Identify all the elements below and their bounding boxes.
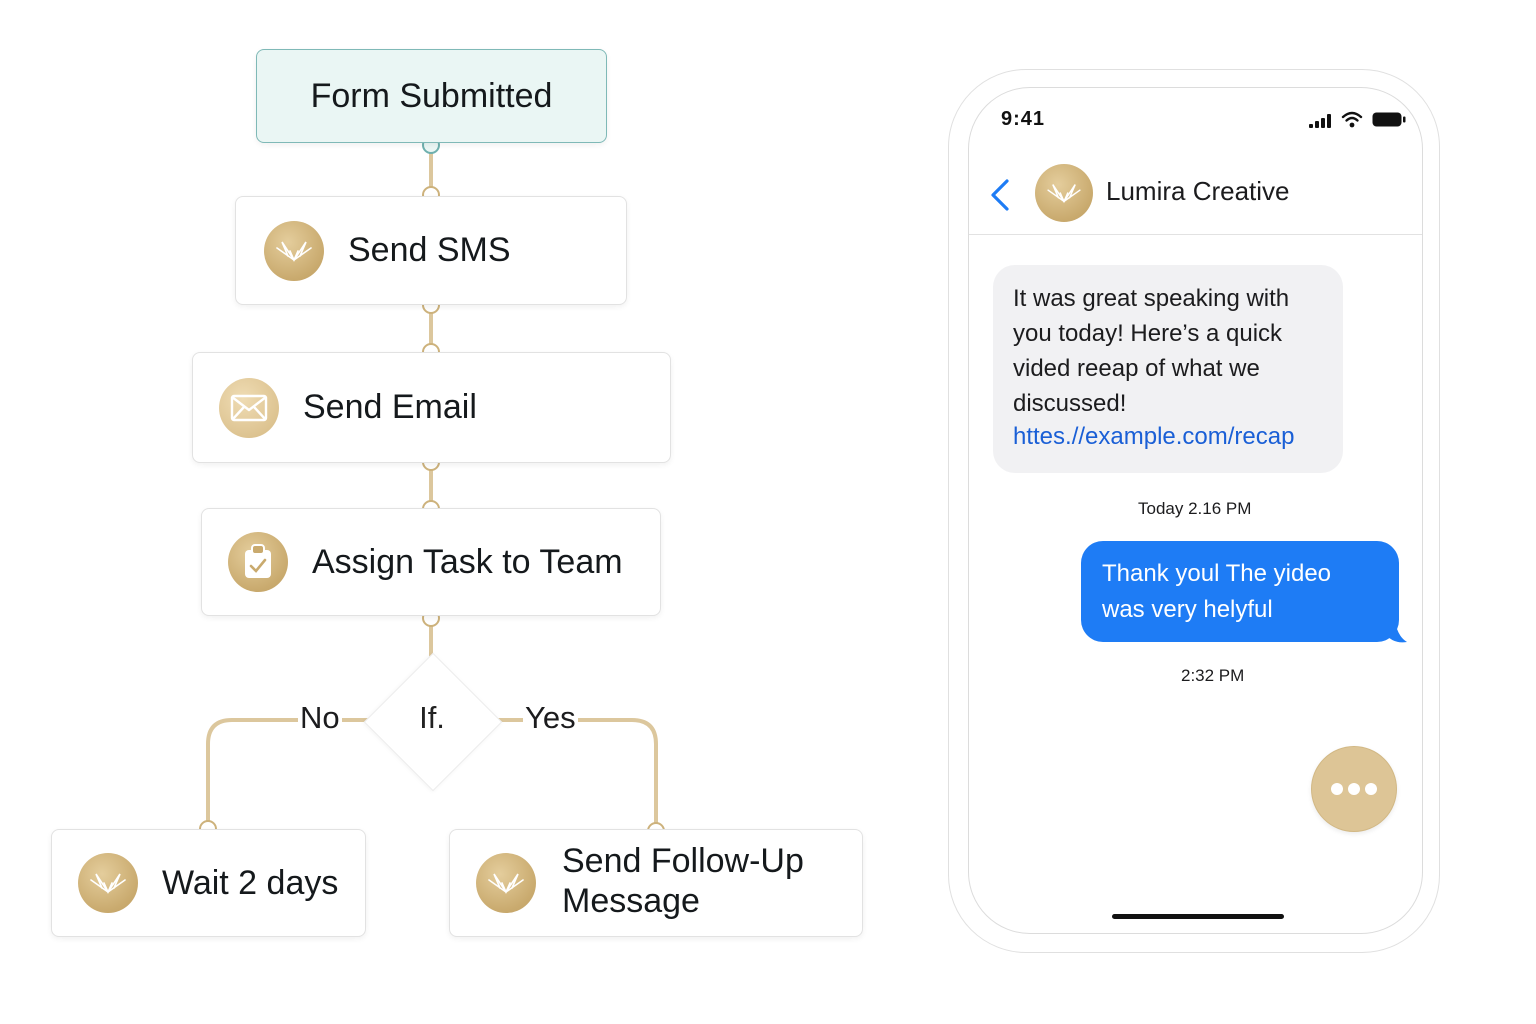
message-line: It was great speaking with [1013,285,1290,312]
branch-node-wait[interactable]: Wait 2 days [51,829,366,937]
step-label: Assign Task to Team [312,542,623,581]
contact-avatar[interactable] [1035,164,1093,222]
step-node-assign-task[interactable]: Assign Task to Team [201,508,661,616]
lumira-logo-icon [264,220,324,281]
phone-screen: 9:41 Lumira Creative It was great speaki… [968,87,1423,934]
branch-label-no: No [298,700,342,736]
contact-name[interactable]: Lumira Creative [1106,176,1290,206]
battery-icon [1372,112,1406,127]
outgoing-message-bubble[interactable]: Thank youl The yideo was very helyful [1081,541,1399,642]
message-line: discussed! [1013,390,1127,417]
lumira-logo-icon [476,853,536,913]
lumira-logo-icon [78,853,138,913]
branch-label: Wait 2 days [162,863,339,902]
lumira-logo-icon [1047,184,1081,204]
incoming-message-bubble[interactable]: It was great speaking with you today! He… [993,265,1343,473]
message-timestamp: 2:32 PM [1181,666,1245,685]
home-indicator[interactable] [1112,914,1284,919]
trigger-node-form-submitted[interactable]: Form Submitted [256,49,607,143]
message-timestamp: Today 2.16 PM [1138,499,1252,518]
more-dots-icon [1331,783,1343,795]
more-dots-icon [1365,783,1377,795]
message-line: was very helyful [1102,596,1273,623]
message-line: you today! Here’s a quick [1013,320,1283,347]
chevron-left-icon[interactable] [989,179,1011,211]
step-node-send-email[interactable]: Send Email [192,352,671,463]
step-label: Send Email [303,388,477,427]
header-divider [969,234,1422,235]
message-line: Thank youl The yideo [1102,560,1332,587]
more-options-button[interactable] [1311,746,1397,832]
trigger-label: Form Submitted [310,76,553,115]
message-link[interactable]: httes.//example.com/recap [1013,423,1295,450]
branch-label-line1: Send Follow-Up [562,841,804,880]
clipboard-icon [228,532,288,592]
branch-node-send-follow-up[interactable]: Send Follow-Up Message [449,829,863,937]
wifi-icon [1341,111,1363,128]
more-dots-icon [1348,783,1360,795]
branch-label: Send Follow-Up Message [562,841,804,921]
signal-icon [1309,114,1331,128]
step-label: Send SMS [348,231,511,270]
branch-label-yes: Yes [523,700,578,736]
message-line: vided reeap of what we [1013,355,1260,382]
branch-label-line2: Message [562,882,700,920]
step-node-send-sms[interactable]: Send SMS [235,196,627,305]
status-time: 9:41 [1001,108,1046,130]
condition-label: If. [419,700,445,735]
envelope-icon [219,377,279,438]
bubble-tail [1387,620,1407,643]
